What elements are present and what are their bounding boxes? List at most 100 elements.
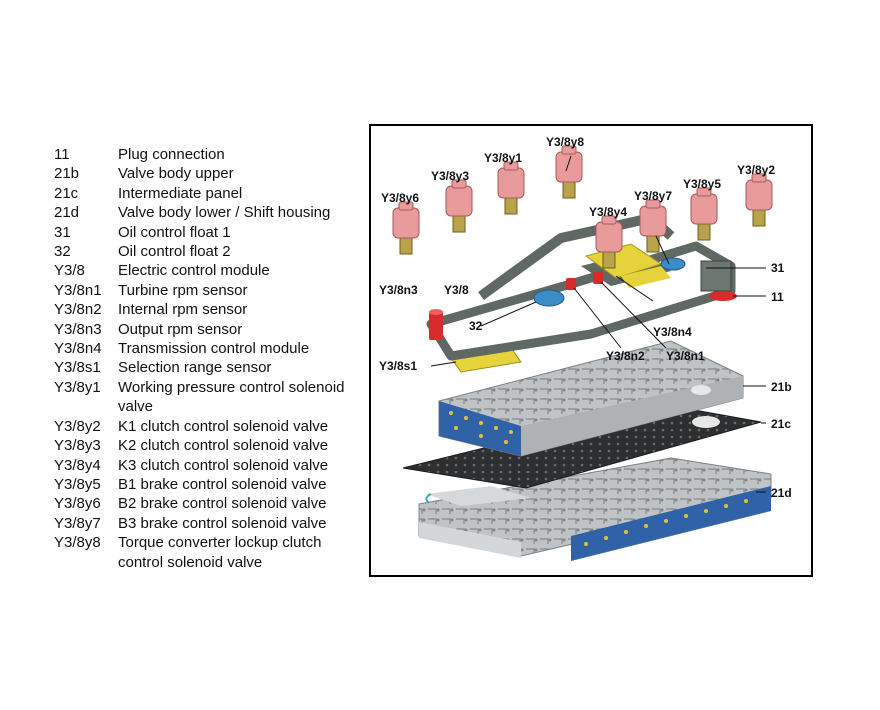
legend-description: Selection range sensor <box>118 359 272 377</box>
legend-description: Oil control float 1 <box>118 223 231 241</box>
label-21d: 21d <box>771 486 792 500</box>
label-y3-8y1: Y3/8y1 <box>484 151 522 165</box>
legend-code: Y3/8y7 <box>54 514 101 532</box>
solenoid-y3-8y6 <box>392 201 420 255</box>
legend-description: K2 clutch control solenoid valve <box>118 437 329 455</box>
legend-item: 21c Intermediate panel <box>54 184 374 203</box>
label-21c: 21c <box>771 417 791 431</box>
legend-code: 21c <box>54 184 79 202</box>
legend-code: 31 <box>54 223 71 241</box>
legend-code: 11 <box>54 146 70 163</box>
solenoid-y3-8y8 <box>555 145 583 199</box>
legend-description: Valve body upper <box>118 165 234 183</box>
legend-item: Y3/8y5 B1 brake control solenoid valve <box>54 475 374 494</box>
label-y3-8: Y3/8 <box>444 283 469 297</box>
label-y3-8n4: Y3/8n4 <box>653 325 692 339</box>
legend-code: Y3/8y1 <box>54 378 101 396</box>
legend-description: Internal rpm sensor <box>118 301 248 319</box>
legend-code-spacer <box>54 397 118 416</box>
legend-code: Y3/8y4 <box>54 456 101 474</box>
label-y3-8y7: Y3/8y7 <box>634 189 672 203</box>
legend-code: 32 <box>54 243 71 261</box>
valve-body-lower <box>418 457 772 561</box>
label-31: 31 <box>771 261 785 275</box>
output-rpm-sensor <box>429 309 443 340</box>
label-21b: 21b <box>771 380 792 394</box>
legend-code: Y3/8y3 <box>54 437 101 455</box>
oil-control-float-1 <box>660 257 686 271</box>
legend-item: Y3/8n4 Transmission control module <box>54 339 374 358</box>
legend-code: Y3/8n3 <box>54 320 102 338</box>
legend-code: Y3/8s1 <box>54 359 101 377</box>
legend-description-continued: valve <box>118 398 154 416</box>
legend-code: Y3/8 <box>54 262 85 280</box>
legend-item: Y3/8y8 Torque converter lockup clutch <box>54 533 374 552</box>
legend-item: Y3/8y7 B3 brake control solenoid valve <box>54 514 374 533</box>
solenoid-y3-8y2 <box>745 173 773 227</box>
leader-lines <box>430 155 766 493</box>
solenoid-valves <box>392 145 773 269</box>
legend-description: Plug connection <box>118 146 225 163</box>
legend-description: K1 clutch control solenoid valve <box>118 417 329 435</box>
legend-item: Y3/8y1 Working pressure control solenoid <box>54 378 374 397</box>
legend-item: Y3/8 Electric control module <box>54 261 374 280</box>
legend-description-continued: control solenoid valve <box>118 553 263 571</box>
legend-description: Oil control float 2 <box>118 243 231 261</box>
legend-code: Y3/8n2 <box>54 301 102 319</box>
label-y3-8y3: Y3/8y3 <box>431 169 469 183</box>
legend-code: Y3/8y6 <box>54 495 101 513</box>
legend-code: Y3/8y8 <box>54 534 101 552</box>
legend-description: B1 brake control solenoid valve <box>118 475 327 493</box>
legend-description: B3 brake control solenoid valve <box>118 514 327 532</box>
legend-code: Y3/8y2 <box>54 417 101 435</box>
legend-item: 31 Oil control float 1 <box>54 223 374 242</box>
legend-description: Torque converter lockup clutch <box>118 534 322 552</box>
legend-item: 32 Oil control float 2 <box>54 242 374 261</box>
legend-code: Y3/8n4 <box>54 340 102 358</box>
legend-code: 21d <box>54 204 80 222</box>
label-y3-8y2: Y3/8y2 <box>737 163 775 177</box>
solenoid-y3-8y3 <box>445 179 473 233</box>
legend-item: Y3/8n2 Internal rpm sensor <box>54 300 374 319</box>
label-y3-8n1: Y3/8n1 <box>666 349 705 363</box>
legend-code: Y3/8y5 <box>54 475 101 493</box>
turbine-rpm-sensor <box>593 272 603 284</box>
legend-item: 21d Valve body lower / Shift housing <box>54 203 374 222</box>
legend-item: Y3/8y3 K2 clutch control solenoid valve <box>54 436 374 455</box>
label-y3-8y4: Y3/8y4 <box>589 205 627 219</box>
legend-item: Y3/8n1 Turbine rpm sensor <box>54 281 374 300</box>
label-11: 11 <box>771 290 784 304</box>
legend-code-spacer <box>54 553 118 572</box>
legend-item: 21b Valve body upper <box>54 164 374 183</box>
legend-description: B2 brake control solenoid valve <box>118 495 327 513</box>
legend-item: Y3/8y2 K1 clutch control solenoid valve <box>54 417 374 436</box>
label-y3-8n2: Y3/8n2 <box>606 349 645 363</box>
legend-description: Valve body lower / Shift housing <box>118 204 331 222</box>
solenoid-y3-8y7 <box>639 199 667 253</box>
legend-item: 11 Plug connection <box>54 145 374 164</box>
label-32: 32 <box>469 319 483 333</box>
legend-description: Transmission control module <box>118 340 310 358</box>
label-y3-8y8: Y3/8y8 <box>546 135 584 149</box>
legend-description: Working pressure control solenoid <box>118 378 345 396</box>
exploded-diagram: Y3/8y8 Y3/8y1 Y3/8y3 Y3/8y6 Y3/8y7 Y3/8y… <box>369 124 813 577</box>
oil-control-float-2 <box>533 289 565 307</box>
legend-item: Y3/8n3 Output rpm sensor <box>54 320 374 339</box>
legend-description: Intermediate panel <box>118 184 243 202</box>
legend-description: Output rpm sensor <box>118 320 243 338</box>
solenoid-y3-8y1 <box>497 161 525 215</box>
solenoid-y3-8y4 <box>595 215 623 269</box>
diagram-svg: Y3/8y8 Y3/8y1 Y3/8y3 Y3/8y6 Y3/8y7 Y3/8y… <box>379 135 792 561</box>
valve-body-upper <box>438 340 744 457</box>
legend-description: Turbine rpm sensor <box>118 281 248 299</box>
solenoid-y3-8y5 <box>690 187 718 241</box>
legend-code: 21b <box>54 165 80 183</box>
legend-item: Y3/8y6 B2 brake control solenoid valve <box>54 494 374 513</box>
legend-description: Electric control module <box>118 262 270 280</box>
legend-item-continuation: control solenoid valve <box>54 553 374 572</box>
diagram-labels: Y3/8y8 Y3/8y1 Y3/8y3 Y3/8y6 Y3/8y7 Y3/8y… <box>379 135 792 500</box>
legend-code: Y3/8n1 <box>54 281 102 299</box>
internal-rpm-sensor <box>566 278 576 290</box>
label-y3-8y6: Y3/8y6 <box>381 191 419 205</box>
